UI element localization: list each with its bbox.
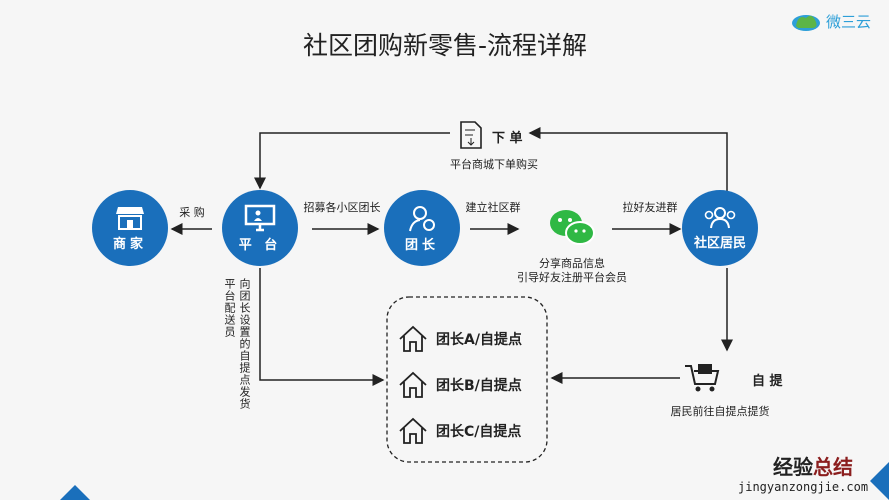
pickup-label: 自 提 (752, 374, 783, 389)
delivery-col1: 平台配送员 (223, 278, 236, 338)
edge-invite: 拉好友进群 (622, 201, 678, 214)
pickup-point-b: 团长B/自提点 (398, 371, 522, 399)
order-sub: 平台商城下单购买 (450, 158, 538, 171)
pickup-sub: 居民前往自提点提货 (670, 405, 770, 418)
node-resident[interactable]: 社区居民 (682, 190, 758, 266)
delivery-col2: 向团长设置的自提点发货 (238, 278, 251, 410)
page-title: 社区团购新零售-流程详解 (302, 31, 588, 60)
watermark: 经验总结 jingyanzongjie.com (738, 455, 869, 494)
shopping-cart-icon (684, 362, 720, 398)
order-doc-icon (458, 120, 484, 154)
edge-recruit: 招募各小区团长 (303, 201, 381, 214)
house-icon (399, 371, 427, 398)
wechat-line1: 分享商品信息 (539, 257, 605, 270)
monitor-icon (244, 204, 276, 231)
order-label: 下 单 (492, 131, 523, 146)
wechat-line2: 引导好友注册平台会员 (517, 271, 627, 284)
pickup-point-c: 团长C/自提点 (398, 417, 521, 445)
pickup-point-a: 团长A/自提点 (398, 325, 522, 353)
storefront-icon (116, 206, 144, 230)
cloud-logo-icon (792, 15, 820, 31)
house-icon (399, 417, 427, 444)
edge-build-group: 建立社区群 (465, 201, 521, 214)
wechat-icon (548, 207, 598, 253)
node-platform[interactable]: 平 台 (222, 190, 298, 266)
edge-purchase: 采 购 (179, 206, 205, 219)
house-icon (399, 325, 427, 352)
node-merchant[interactable]: 商家 (92, 190, 168, 266)
brand-logo: 微三云 (790, 10, 871, 32)
group-people-icon (704, 206, 736, 228)
leader-person-icon (409, 205, 435, 231)
node-leader[interactable]: 团长 (384, 190, 460, 266)
